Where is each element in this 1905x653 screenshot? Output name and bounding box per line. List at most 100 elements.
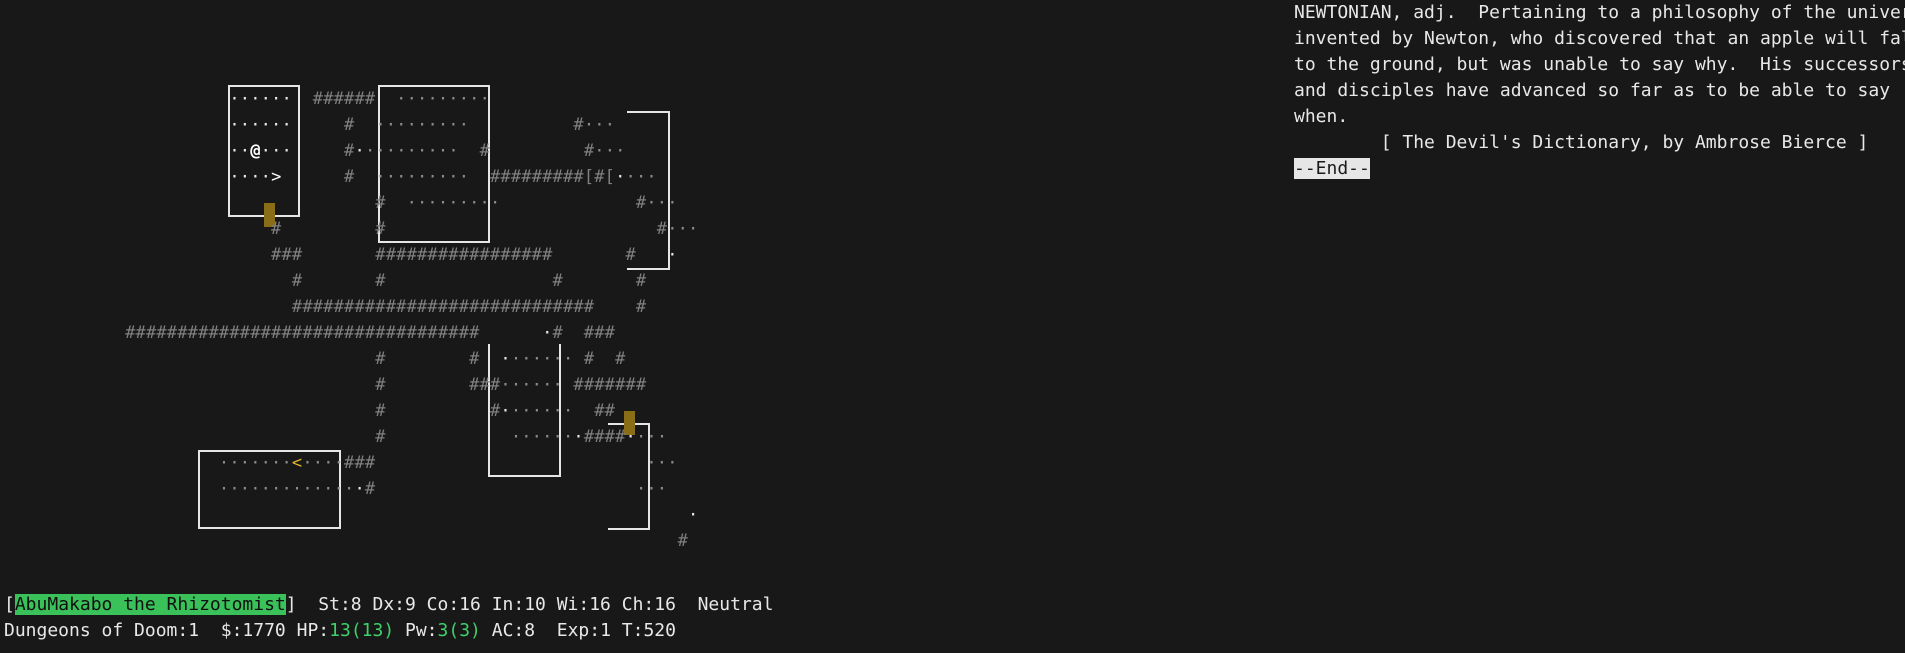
- attribute-stats: St:8 Dx:9 Co:16 In:10 Wi:16 Ch:16 Neutra…: [296, 594, 774, 615]
- rumor-line: and disciples have advanced so far as to…: [1294, 80, 1891, 101]
- corridor-segment: ######: [291, 89, 397, 109]
- corridor-segment: #########[#[: [469, 167, 616, 187]
- room-floor-segment: ···: [646, 193, 678, 213]
- room-floor-segment: ·: [542, 323, 553, 343]
- map-row: # # #···: [0, 216, 698, 242]
- pw-label: Pw:: [394, 620, 438, 641]
- door: [624, 411, 635, 435]
- hp-value: 13(13): [329, 620, 395, 641]
- room-floor-segment: ·············: [218, 479, 355, 499]
- pw-value: 3(3): [437, 620, 481, 641]
- player-glyph: @: [250, 141, 261, 161]
- room-floor-segment: ·: [354, 141, 365, 161]
- room-wall: [627, 111, 670, 270]
- stairs-up-glyph: <: [291, 453, 303, 473]
- room-floor-segment: ·········: [375, 167, 470, 187]
- corridor-segment: # #: [458, 141, 595, 161]
- room-floor-segment: ···: [260, 141, 292, 161]
- corridor-segment: # #: [0, 349, 501, 369]
- corridor-segment: #######: [562, 375, 647, 395]
- map-row: # ·······####····: [0, 424, 667, 450]
- room-floor-segment: ······: [229, 89, 292, 109]
- room-floor-segment: ·········: [364, 141, 459, 161]
- rumor-line: to the ground, but was unable to say why…: [1294, 54, 1905, 75]
- room-floor-segment: ·: [500, 401, 511, 421]
- status-line-1: [AbuMakabo the Rhizotomist] St:8 Dx:9 Co…: [4, 592, 773, 618]
- corridor-segment: # ###: [552, 323, 616, 343]
- map-segment: [0, 141, 229, 161]
- map-row: ······ ###### ·········: [0, 86, 490, 112]
- map-row: # # ······· # #: [0, 346, 626, 372]
- gold-count: $:1770: [199, 620, 297, 641]
- corridor-segment: # # # #: [0, 271, 647, 291]
- room-floor-segment: ··: [229, 141, 251, 161]
- room-floor-segment: ·: [573, 427, 584, 447]
- status-bar: [AbuMakabo the Rhizotomist] St:8 Dx:9 Co…: [4, 592, 773, 644]
- map-row: # # # #: [0, 268, 646, 294]
- corridor-segment: # #: [573, 349, 626, 369]
- map-row: ### ################# # ·: [0, 242, 678, 268]
- player-name: AbuMakabo the Rhizotomist: [14, 594, 286, 615]
- status-line-2: Dungeons of Doom:1 $:1770 HP:13(13) Pw:3…: [4, 618, 773, 644]
- room-floor-segment: ·: [625, 427, 636, 447]
- room-floor-segment: ······: [510, 427, 574, 447]
- corridor-segment: ##: [573, 401, 616, 421]
- corridor-segment: ############################# #: [0, 297, 647, 317]
- map-row: ·: [0, 502, 698, 528]
- room-floor-segment: ······: [510, 401, 574, 421]
- room-floor-segment: ······: [510, 349, 574, 369]
- room-floor-segment: ·······: [218, 453, 292, 473]
- room-floor-segment: ···: [583, 115, 616, 135]
- map-row: # ········· #···: [0, 190, 678, 216]
- room-floor-segment: ·: [688, 505, 699, 525]
- room-floor-segment: ···: [635, 427, 668, 447]
- corridor-segment: #: [291, 115, 376, 135]
- room-floor-segment: ·········: [396, 89, 490, 109]
- room-floor-segment: ·: [500, 349, 511, 369]
- map-row: # #······· ##: [0, 398, 615, 424]
- corridor-segment: #: [0, 193, 407, 213]
- map-segment: [0, 479, 219, 499]
- corridor-segment: #: [500, 193, 647, 213]
- room-floor-segment: ···: [667, 219, 699, 239]
- hp-label: HP:: [296, 620, 330, 641]
- room-floor-segment: ·: [635, 245, 678, 265]
- map-segment: [0, 453, 219, 473]
- room-floor-segment: ·: [615, 167, 626, 187]
- map-row: ··@··· #·········· # #···: [0, 138, 626, 164]
- map-segment: [375, 479, 636, 499]
- map-row: ################################## ·# ##…: [0, 320, 615, 346]
- map-segment: [0, 115, 229, 135]
- room-wall: [488, 344, 561, 477]
- corridor-segment: #: [0, 427, 511, 447]
- room-floor-segment: ···: [594, 141, 626, 161]
- room-floor-segment: ·········: [375, 115, 470, 135]
- end-prompt[interactable]: --End--: [1294, 158, 1370, 179]
- corridor-segment: ###: [344, 453, 376, 473]
- room-floor-segment: ······: [500, 375, 563, 395]
- map-row: ·······<····### ···: [0, 450, 678, 476]
- room-wall: [378, 85, 490, 243]
- corridor-segment: ####: [583, 427, 626, 447]
- room-floor-segment: ······: [229, 115, 292, 135]
- corridor-segment: #: [291, 141, 355, 161]
- map-row: ······ # ········· #···: [0, 112, 615, 138]
- corridor-segment: #: [0, 531, 689, 551]
- corridor-segment: # #: [0, 401, 501, 421]
- other-stats: AC:8 Exp:1 T:520: [480, 620, 676, 641]
- corridor-segment: # # #: [0, 219, 668, 239]
- rumor-line: invented by Newton, who discovered that …: [1294, 28, 1905, 49]
- map-row: #: [0, 528, 688, 554]
- room-floor-segment: ····: [302, 453, 345, 473]
- stairs-down-glyph: >: [271, 167, 282, 187]
- corridor-segment: #: [281, 167, 376, 187]
- map-row: # ###······ #######: [0, 372, 646, 398]
- bracket-close: ]: [285, 594, 297, 615]
- door: [264, 203, 275, 227]
- room-floor-segment: ·········: [406, 193, 501, 213]
- bracket-open: [: [4, 594, 15, 615]
- map-row: ····> # ········· #########[#[····: [0, 164, 657, 190]
- room-floor-segment: ···: [625, 167, 657, 187]
- room-floor-segment: ·: [354, 479, 365, 499]
